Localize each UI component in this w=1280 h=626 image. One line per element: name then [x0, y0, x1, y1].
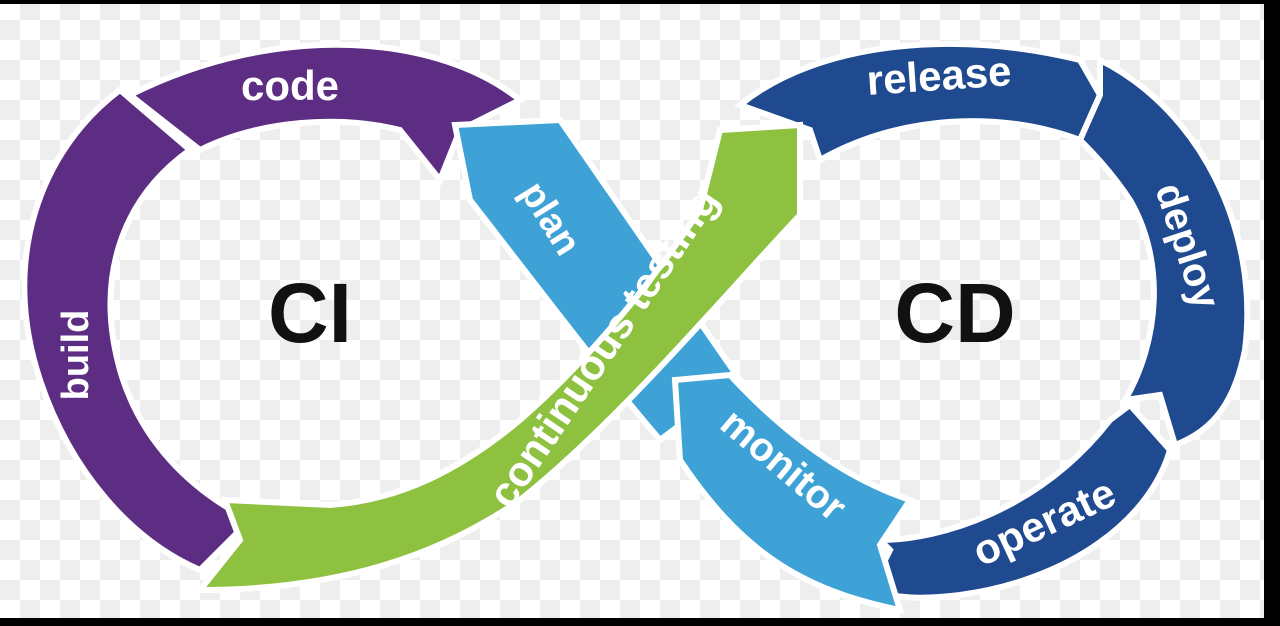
- ci-title: CI: [268, 266, 352, 360]
- ci-loop: [21, 41, 526, 574]
- code-label: code: [241, 62, 339, 109]
- release-segment: [733, 40, 1104, 165]
- continuous-testing-ribbon: [193, 121, 803, 594]
- build-label: build: [55, 310, 97, 401]
- bottom-border: [0, 618, 1280, 626]
- cd-title: CD: [894, 266, 1015, 360]
- continuous-testing-segment: [193, 121, 803, 594]
- operate-segment: [865, 400, 1174, 601]
- release-label: release: [865, 47, 1013, 104]
- code-segment: [124, 41, 526, 186]
- cd-loop: [733, 40, 1251, 601]
- build-segment: [21, 86, 256, 574]
- monitor-segment: [671, 371, 915, 614]
- top-border: [0, 0, 1280, 4]
- right-border: [1264, 0, 1280, 626]
- deploy-segment: [1076, 55, 1251, 449]
